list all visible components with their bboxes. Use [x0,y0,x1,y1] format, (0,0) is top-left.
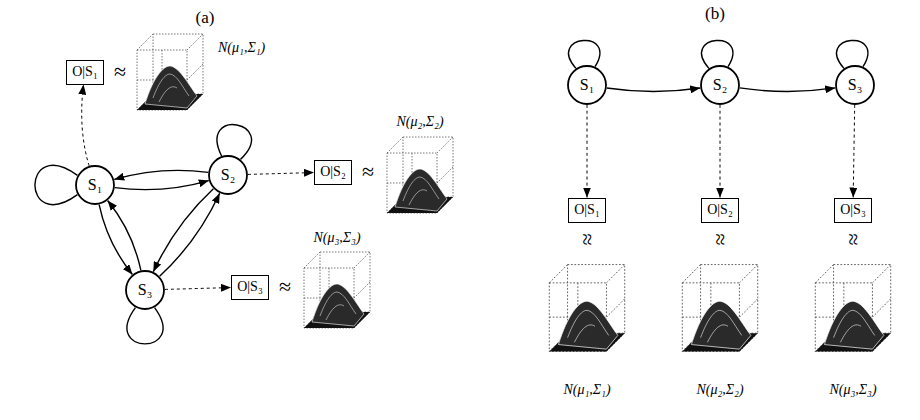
panel-label: (b) [705,4,725,24]
state-circle: S₁ [75,165,115,205]
approx-symbol: ≈ [840,234,865,246]
gaussian-plot [137,34,203,110]
circle-shape [209,156,247,194]
approx-symbol: ≈ [362,159,374,184]
distribution-label: N(μ₂,Σ₂) [396,114,443,130]
gaussian-plot [304,252,370,328]
transition-arrow [114,170,208,179]
state-label: S₂ [221,166,235,184]
observation-box: O|S₁ [66,60,104,85]
state-label: S₃ [138,281,152,299]
self-loop [217,125,252,160]
self-loop [35,165,78,204]
observation-label: O|S₂ [320,164,346,180]
observation-box: O|S₃ [834,198,872,223]
emission-arrow [248,173,314,175]
self-loop [127,308,163,344]
state-circle: S₂ [700,65,740,105]
state-label: S₁ [580,76,594,94]
panel-label: (a) [196,8,215,28]
state-circle: S₃ [835,65,875,105]
transition-arrow [108,201,141,271]
transition-arrow [115,181,209,190]
state-label: S₃ [848,76,862,94]
emission-arrow [720,105,721,198]
transition-arrow [160,193,220,276]
gaussian-plot [682,265,757,352]
observation-box: O|S₂ [314,160,352,185]
observation-box: O|S₁ [568,198,606,223]
gaussian-plot [387,137,453,213]
observation-box: O|S₃ [231,275,269,300]
state-circle: S₃ [125,270,165,310]
emission-arrow [853,105,854,198]
state-circle: S₂ [208,155,248,195]
emission-arrow [82,85,89,166]
state-circle: S₁ [567,65,607,105]
gaussian-plot [549,265,624,352]
circle-shape [76,166,114,204]
gaussian-plot [815,265,890,352]
circle-shape [568,66,606,104]
emission-arrow [587,105,588,198]
self-loop [702,40,733,68]
approx-symbol: ≈ [114,59,126,84]
observation-label: O|S₃ [237,279,263,295]
approx-symbol: ≈ [707,234,732,246]
self-loop [569,40,600,68]
circle-shape [701,66,739,104]
distribution-label: N(μ₃,Σ₃) [829,382,876,398]
distribution-label: N(μ₃,Σ₃) [313,230,360,246]
observation-label: O|S₁ [574,202,600,218]
transition-arrow [607,88,700,92]
transition-arrow [153,189,213,272]
state-label: S₁ [88,176,102,194]
observation-box: O|S₂ [701,198,739,223]
observation-label: O|S₂ [707,202,733,218]
observation-label: O|S₃ [840,202,866,218]
emission-arrow [165,288,231,290]
distribution-label: N(μ₁,Σ₁) [563,382,610,398]
self-loop [837,40,868,68]
distribution-label: N(μ₁,Σ₁) [218,40,265,56]
approx-symbol: ≈ [279,274,291,299]
state-label: S₂ [713,76,727,94]
distribution-label: N(μ₂,Σ₂) [696,382,743,398]
transition-arrow [740,88,835,92]
circle-shape [836,66,874,104]
approx-symbol: ≈ [574,234,599,246]
transition-arrow [99,205,132,275]
observation-label: O|S₁ [72,64,98,80]
circle-shape [126,271,164,309]
